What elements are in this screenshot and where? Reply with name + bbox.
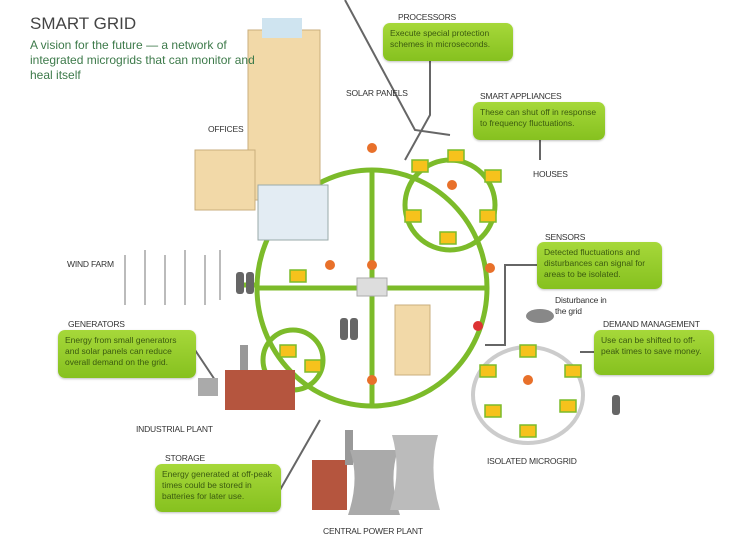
- demand-management-callout: Use can be shifted to off-peak times to …: [594, 330, 714, 375]
- processors-callout: Execute special protection schemes in mi…: [383, 23, 513, 61]
- leader-lines: [194, 0, 594, 491]
- processors-heading: PROCESSORS: [398, 12, 456, 22]
- storage-callout: Energy generated at off-peak times could…: [155, 464, 281, 512]
- wind-farm: [124, 250, 221, 305]
- central-power-plant-label: CENTRAL POWER PLANT: [323, 526, 423, 536]
- houses: [279, 149, 582, 438]
- substation: [356, 277, 388, 297]
- industrial-plant: [198, 345, 295, 410]
- office-tower: [194, 18, 431, 376]
- solar-panels-label: SOLAR PANELS: [346, 88, 408, 98]
- disturbance-label: Disturbance in the grid: [555, 295, 607, 316]
- smart-appliances-callout: These can shut off in response to freque…: [473, 102, 605, 140]
- generators-callout: Energy from small generators and solar p…: [58, 330, 196, 378]
- demand-management-heading: DEMAND MANAGEMENT: [603, 319, 700, 329]
- page-subtitle: A vision for the future — a network of i…: [30, 38, 255, 82]
- wind-farm-label: WIND FARM: [67, 259, 114, 269]
- isolated-microgrid-label: ISOLATED MICROGRID: [487, 456, 577, 466]
- offices-label: OFFICES: [208, 124, 244, 134]
- generators-heading: GENERATORS: [68, 319, 125, 329]
- houses-label: HOUSES: [533, 169, 568, 179]
- sensor-icons: [325, 143, 533, 385]
- smart-appliances-heading: SMART APPLIANCES: [480, 91, 562, 101]
- central-power-plant: [312, 430, 440, 515]
- sensors-callout: Detected fluctuations and disturbances c…: [537, 242, 662, 289]
- storage-heading: STORAGE: [165, 453, 206, 463]
- sensors-heading: SENSORS: [545, 232, 586, 242]
- storage-tanks: [236, 272, 620, 415]
- industrial-plant-label: INDUSTRIAL PLANT: [136, 424, 213, 434]
- storm-cloud-icon: [526, 309, 554, 323]
- page-title: SMART GRID: [30, 14, 137, 33]
